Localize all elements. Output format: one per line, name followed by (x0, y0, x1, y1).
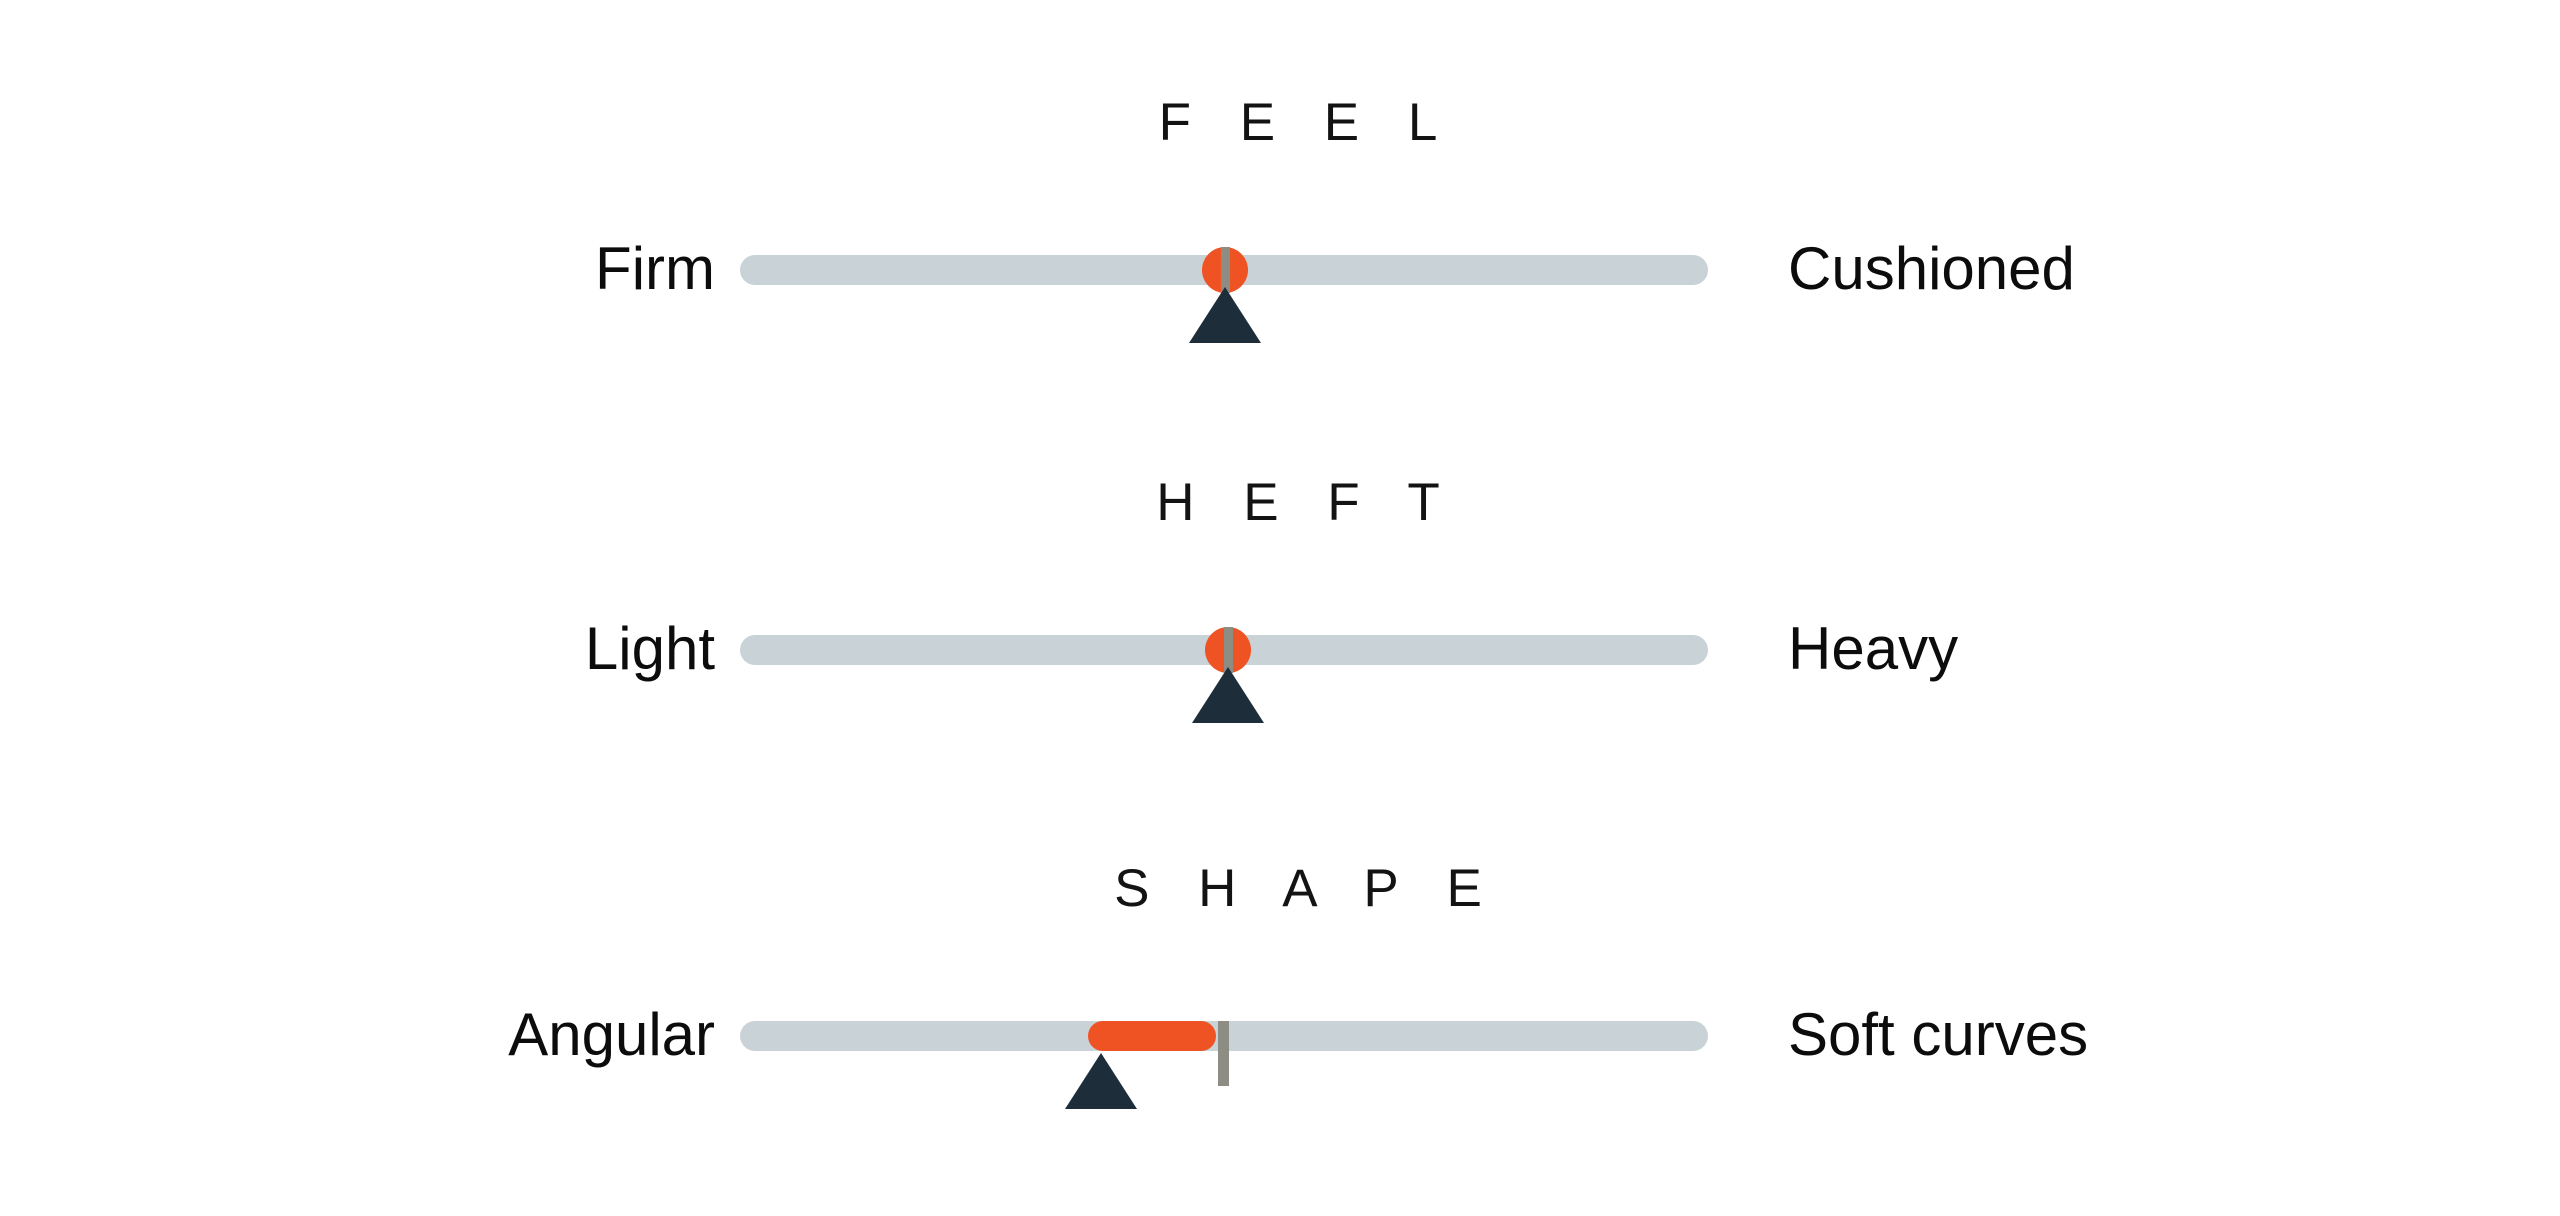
slider-shape-right-label: Soft curves (1788, 1001, 2089, 1068)
section-shape: S H A P E Angular Soft curves (0, 862, 2560, 1123)
section-heft: H E F T Light Heavy (0, 476, 2560, 737)
slider-heft[interactable]: Light Heavy (0, 597, 2560, 737)
slider-shape-pointer-icon (1065, 1053, 1137, 1109)
slider-heft-left-label: Light (584, 615, 715, 682)
slider-feel-right-label: Cushioned (1788, 235, 2075, 302)
slider-feel[interactable]: Firm Cushioned (0, 217, 2560, 357)
section-title-feel: F E E L (1158, 93, 1455, 152)
slider-feel-center-tick (1221, 247, 1230, 293)
slider-shape[interactable]: Angular Soft curves (0, 983, 2560, 1123)
section-title-shape: S H A P E (1114, 859, 1499, 918)
slider-feel-thumb[interactable] (1202, 247, 1248, 293)
slider-shape-left-label: Angular (508, 1001, 715, 1068)
section-title-heft: H E F T (1156, 473, 1457, 532)
slider-heft-center-tick (1224, 627, 1233, 673)
slider-heft-pointer-icon (1192, 667, 1264, 723)
slider-feel-pointer-icon (1189, 287, 1261, 343)
section-feel: F E E L Firm Cushioned (0, 96, 2560, 357)
slider-heft-right-label: Heavy (1788, 615, 1959, 682)
slider-feel-left-label: Firm (595, 235, 715, 302)
slider-shape-center-tick (1218, 1021, 1229, 1086)
slider-shape-range-fill[interactable] (1088, 1021, 1216, 1051)
slider-heft-thumb[interactable] (1205, 627, 1251, 673)
